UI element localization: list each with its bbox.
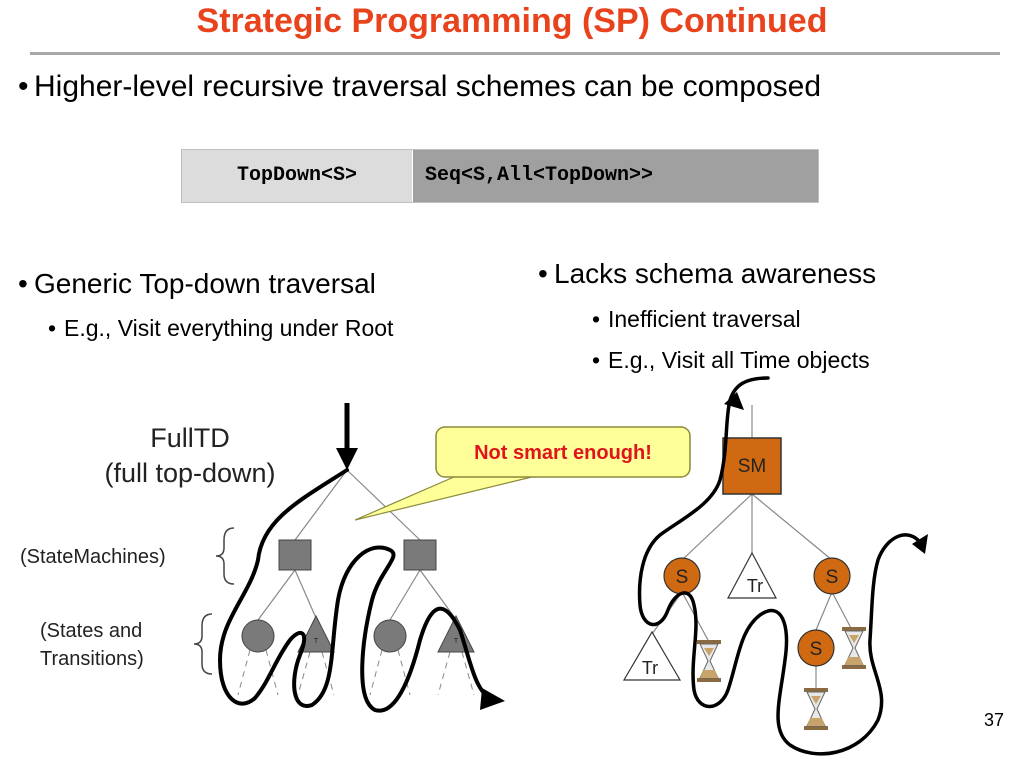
left-tree-edges xyxy=(257,469,456,621)
fulltd-subtitle: (full top-down) xyxy=(104,458,275,488)
transition-label: T xyxy=(314,638,319,645)
state-node-label: S xyxy=(826,567,839,588)
state-node xyxy=(373,619,407,653)
transition-node-tr xyxy=(622,630,682,681)
bullet-dot: • xyxy=(538,258,548,289)
state-node-label: S xyxy=(676,567,689,588)
state-node-label: S xyxy=(810,639,823,660)
right-diagram: SM S S S Tr Tr xyxy=(622,376,928,756)
right-tree-edges xyxy=(651,405,853,690)
full-traversal-path xyxy=(217,468,492,713)
page-number: 37 xyxy=(983,710,1004,730)
callout-box xyxy=(435,426,691,478)
state-node xyxy=(241,619,275,653)
callout-text: Not smart enough! xyxy=(474,442,652,464)
slide-title: Strategic Programming (SP) Continued xyxy=(196,2,828,40)
bullet-dot: • xyxy=(592,347,601,373)
bullet-dot: • xyxy=(48,315,57,341)
bullet-dot: • xyxy=(18,70,29,103)
bullet-lacks-sub2: • E.g., Visit all Time objects xyxy=(592,347,870,374)
left-diagram: FullTD (full top-down) (StateMachines) (… xyxy=(20,403,505,713)
bullet-lacks-sub1: • Inefficient traversal xyxy=(592,306,801,333)
traversal-end-arrow xyxy=(912,534,928,554)
bullet-lacks: •Lacks schema awareness xyxy=(538,258,876,290)
state-node-s xyxy=(797,629,835,667)
callout-pointer xyxy=(354,469,541,521)
code-topdown-text: TopDown<S> xyxy=(236,164,358,187)
transition-node xyxy=(297,614,335,653)
bullet-composed: •Higher-level recursive traversal scheme… xyxy=(18,70,821,104)
bullet-generic-text: Generic Top-down traversal xyxy=(34,268,376,299)
bullet-dot: • xyxy=(18,268,28,299)
brace-states xyxy=(193,613,213,675)
bullet-lacks-sub1-text: Inefficient traversal xyxy=(608,306,801,332)
states-label-line1: (States and xyxy=(40,620,142,642)
transition-node-label: Tr xyxy=(747,576,763,596)
callout: Not smart enough! xyxy=(354,426,691,521)
brace-statemachines xyxy=(215,527,235,585)
statemachine-node xyxy=(278,539,312,571)
bullet-generic-sub-text: E.g., Visit everything under Root xyxy=(64,315,394,341)
title-divider xyxy=(30,52,1000,55)
entry-arrow-head xyxy=(724,392,744,410)
statemachine-node xyxy=(403,539,437,571)
bullet-lacks-sub2-text: E.g., Visit all Time objects xyxy=(608,347,870,373)
transition-node-label: Tr xyxy=(642,658,658,678)
state-node-s xyxy=(813,557,851,595)
hourglass-icon xyxy=(697,640,721,682)
states-label-line2: Transitions) xyxy=(40,648,144,670)
entry-arrow-head xyxy=(336,448,358,470)
sm-node xyxy=(722,437,782,495)
transition-node-tr xyxy=(727,551,777,599)
schema-traversal-path xyxy=(637,376,920,756)
transition-label: T xyxy=(454,638,459,645)
hourglass-icon xyxy=(804,688,828,730)
bullet-composed-text: Higher-level recursive traversal schemes… xyxy=(34,70,822,103)
bullet-generic-sub: • E.g., Visit everything under Root xyxy=(48,315,393,342)
bullet-dot: • xyxy=(592,306,601,332)
bullet-generic: •Generic Top-down traversal xyxy=(18,268,376,300)
code-cell-topdown: TopDown<S> xyxy=(182,150,413,202)
statemachines-label: (StateMachines) xyxy=(20,546,166,568)
left-tree-dashed xyxy=(237,649,475,696)
sm-node-label: SM xyxy=(738,456,767,477)
code-seq-text: Seq<S,All<TopDown>> xyxy=(425,164,654,187)
hourglass-icon xyxy=(842,627,866,669)
code-cell-seq: Seq<S,All<TopDown>> xyxy=(413,150,818,202)
fulltd-title: FullTD xyxy=(150,423,230,453)
code-table: TopDown<S> Seq<S,All<TopDown>> xyxy=(181,149,819,203)
bullet-lacks-text: Lacks schema awareness xyxy=(554,258,877,289)
traversal-end-arrow xyxy=(480,688,505,710)
